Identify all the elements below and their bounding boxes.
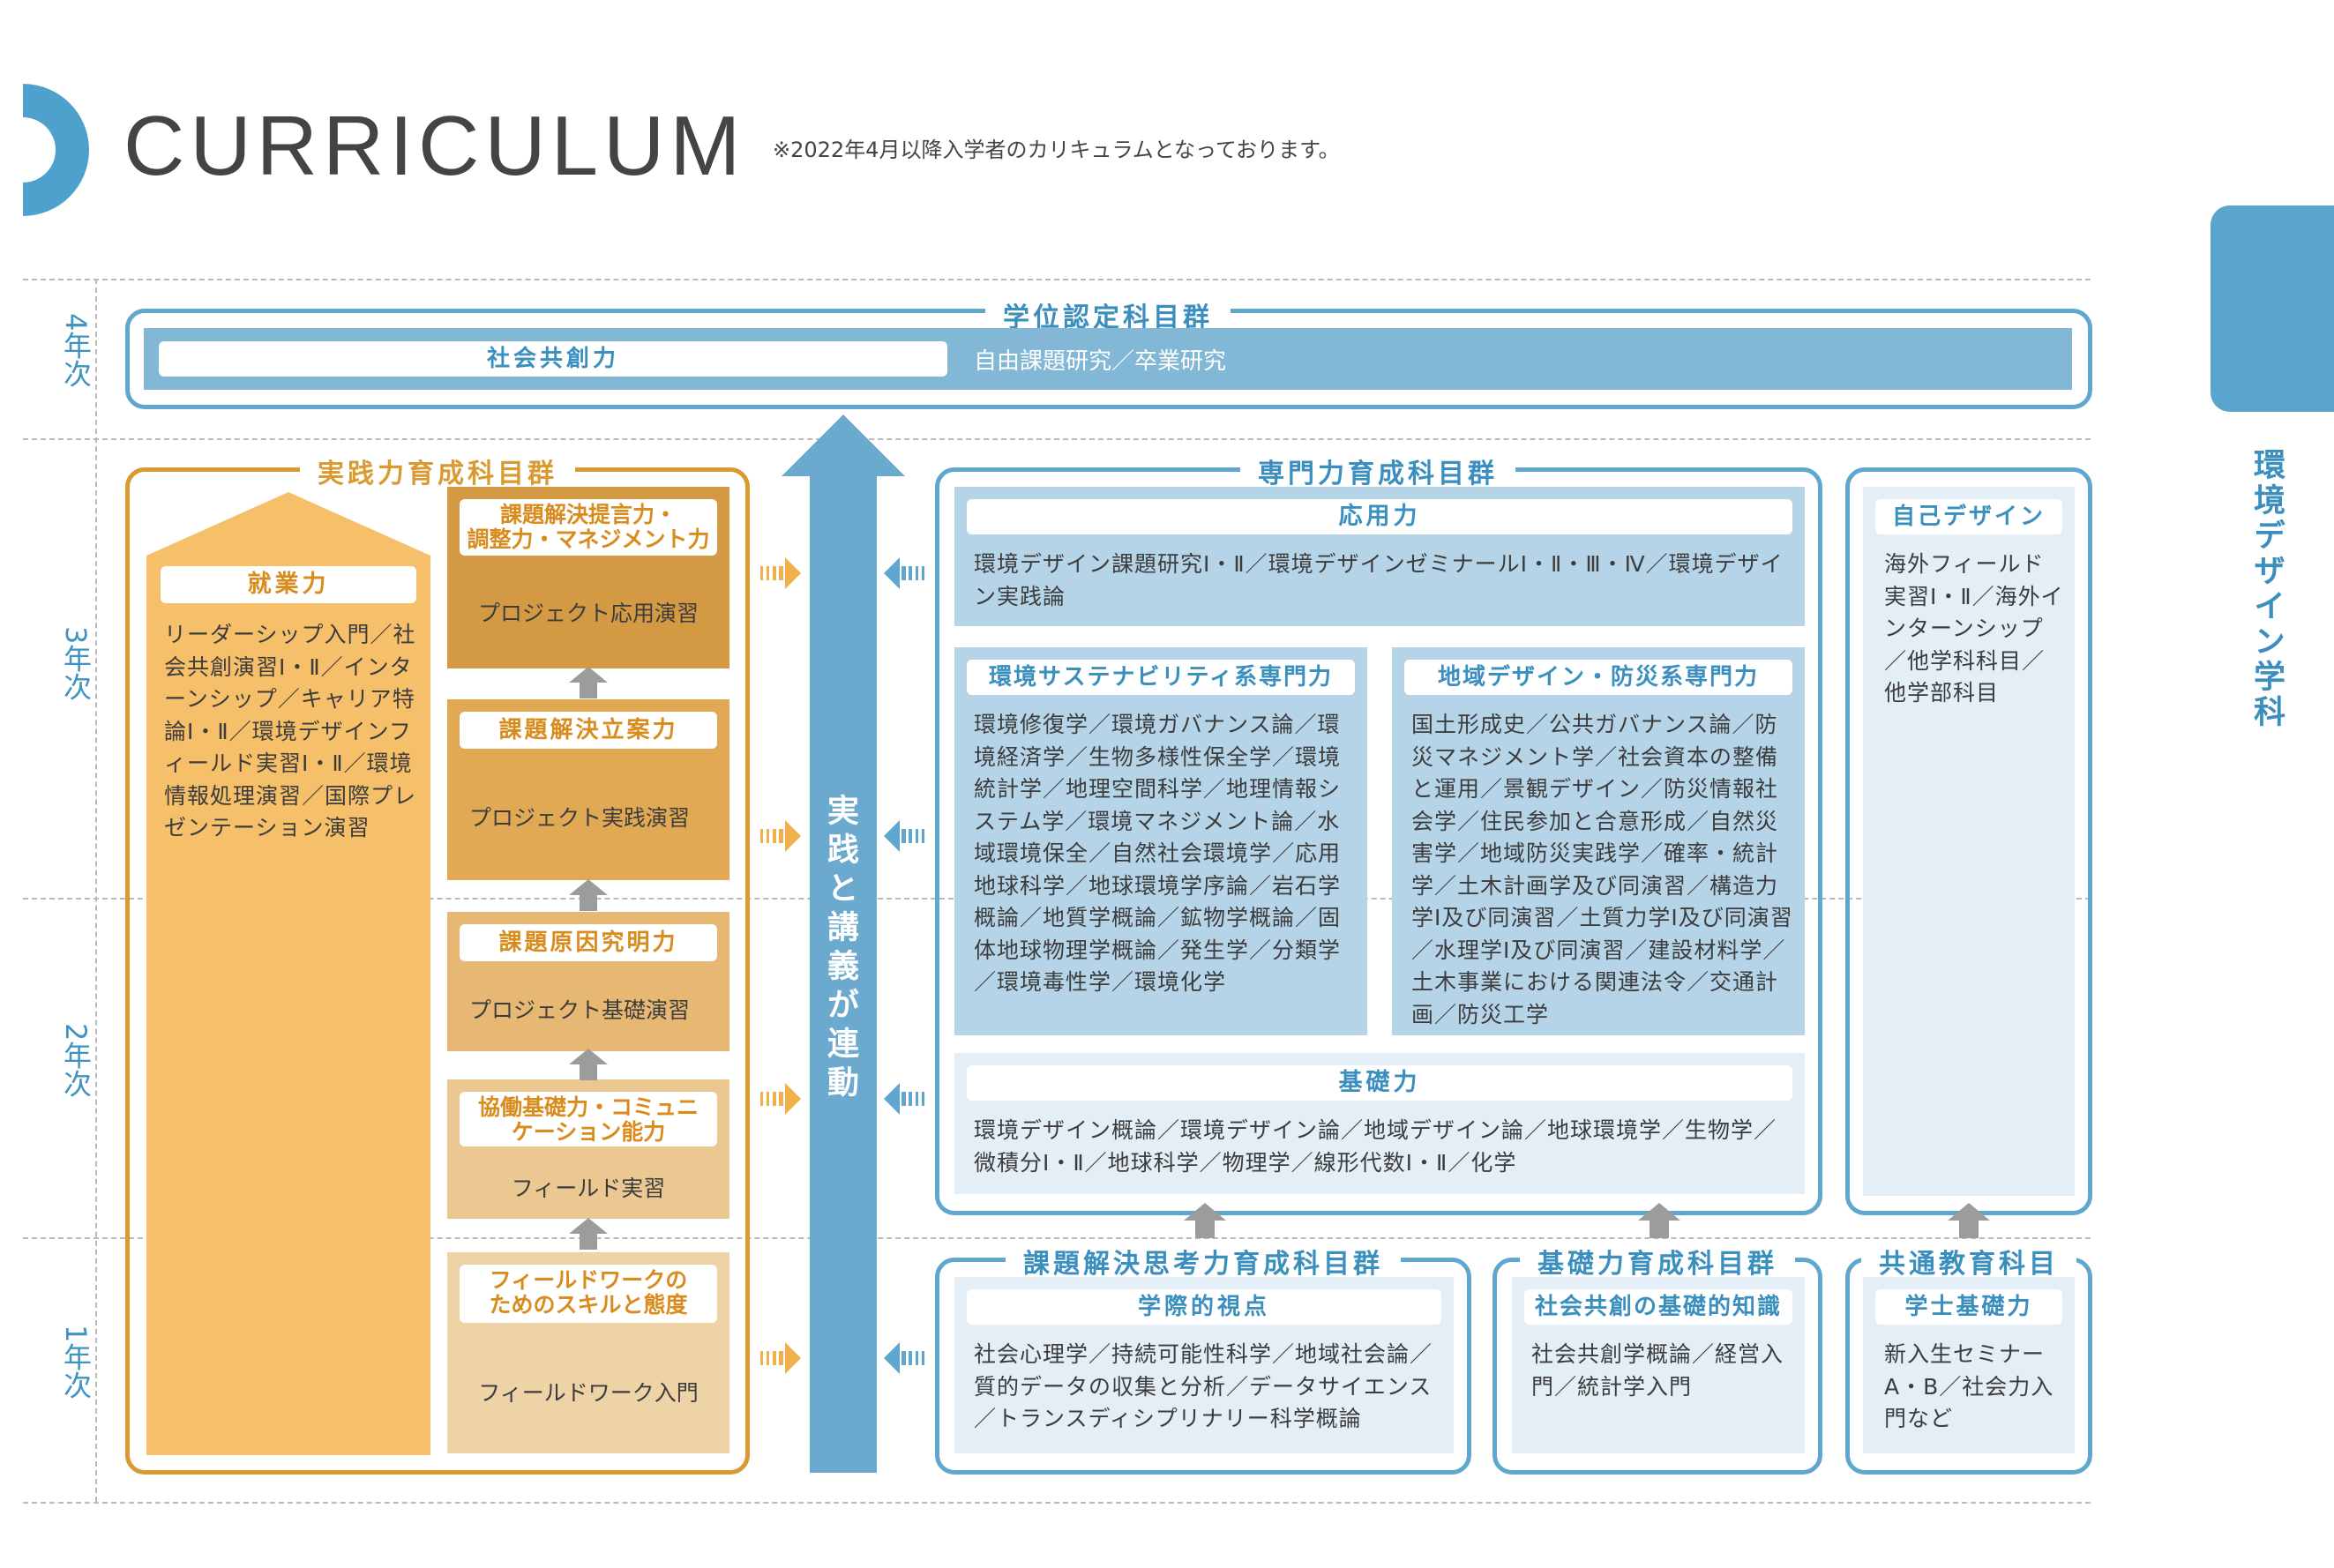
common-group-title: 共通教育科目	[1861, 1242, 2076, 1281]
specialty-group-title: 専門力育成科目群	[1240, 452, 1515, 490]
foundation-label: 社会共創の基礎的知識	[1524, 1289, 1792, 1325]
practice-group-title: 実践力育成科目群	[300, 452, 575, 490]
up-arrow-icon	[1184, 1203, 1226, 1238]
common-text: 新入生セミナーA・B／社会力入門など	[1884, 1341, 2054, 1431]
year-label-2: 2年次	[59, 1023, 93, 1098]
basic-text: 環境デザイン概論／環境デザイン論／地域デザイン論／地球環境学／生物学／微積分Ⅰ・…	[974, 1117, 1777, 1176]
grid-line	[23, 1502, 2091, 1504]
left-arrow-icon	[884, 557, 924, 589]
header-half-circle-icon	[23, 84, 89, 216]
regional-label: 地域デザイン・防災系専門力	[1404, 660, 1792, 695]
degree-text: 自由課題研究／卒業研究	[974, 348, 1227, 375]
degree-pill: 社会共創力	[159, 341, 947, 377]
header-note: ※2022年4月以降入学者のカリキュラムとなっております。	[773, 138, 1340, 162]
year-label-3: 3年次	[59, 626, 93, 701]
basic-label: 基礎力	[967, 1065, 1792, 1101]
step-course-4: フィールド実習	[511, 1176, 666, 1201]
employability-arrow-shape	[146, 492, 430, 1455]
applied-text: 環境デザイン課題研究Ⅰ・Ⅱ／環境デザインゼミナールⅠ・Ⅱ・Ⅲ・Ⅳ／環境デザイン実…	[974, 551, 1784, 609]
year-label-4: 4年次	[59, 313, 93, 388]
problem-solving-group-title: 課題解決思考力育成科目群	[1006, 1242, 1401, 1281]
sustainability-panel	[954, 647, 1367, 1035]
up-arrow-icon	[1638, 1203, 1680, 1238]
step-label-1: 課題解決提言力・ 調整力・マネジメント力	[460, 499, 717, 556]
year-label-1: 1年次	[59, 1325, 93, 1400]
step-label-5: フィールドワークの ためのスキルと態度	[460, 1265, 717, 1323]
right-arrow-icon	[760, 1083, 801, 1115]
center-arrow-label: 実践と講義が連動	[822, 794, 858, 1104]
applied-label: 応用力	[967, 499, 1792, 534]
self-design-label: 自己デザイン	[1875, 499, 2062, 534]
self-design-text: 海外フィールド実習Ⅰ・Ⅱ／海外インターンシップ／他学科科目／他学部科目	[1884, 551, 2064, 706]
side-tab-label: 環境デザイン学科	[2248, 448, 2285, 730]
left-arrow-icon	[884, 820, 924, 852]
left-arrow-icon	[884, 1342, 924, 1374]
foundation-text: 社会共創学概論／経営入門／統計学入門	[1531, 1341, 1784, 1400]
self-design-panel	[1863, 487, 2075, 1196]
right-arrow-icon	[760, 557, 801, 589]
grid-line	[23, 279, 2091, 280]
step-label-3: 課題原因究明力	[460, 924, 717, 961]
degree-group-title: 学位認定科目群	[985, 295, 1231, 334]
step-label-4: 協働基礎力・コミュニ ケーション能力	[460, 1092, 717, 1146]
grid-line	[95, 279, 97, 1502]
up-arrow-icon	[569, 1049, 608, 1080]
step-course-3: プロジェクト基礎演習	[468, 997, 690, 1023]
up-arrow-icon	[569, 1218, 608, 1250]
right-arrow-icon	[760, 820, 801, 852]
step-course-5: フィールドワーク入門	[478, 1380, 699, 1406]
step-label-2: 課題解決立案力	[460, 712, 717, 749]
grid-line	[23, 1237, 2091, 1239]
sustainability-label: 環境サステナビリティ系専門力	[967, 660, 1355, 695]
grid-line	[23, 438, 2091, 440]
up-arrow-icon	[1948, 1203, 1990, 1238]
right-arrow-icon	[760, 1342, 801, 1374]
foundation-group-title: 基礎力育成科目群	[1520, 1242, 1795, 1281]
center-up-arrow-shape	[782, 414, 905, 1473]
up-arrow-icon	[569, 667, 608, 698]
regional-panel	[1392, 647, 1805, 1035]
common-label: 学士基礎力	[1875, 1289, 2062, 1325]
step-course-2: プロジェクト実践演習	[468, 805, 690, 831]
left-arrow-icon	[884, 1083, 924, 1115]
step-course-1: プロジェクト応用演習	[477, 601, 699, 626]
up-arrow-icon	[569, 879, 608, 911]
problem-solving-label: 学際的視点	[967, 1289, 1441, 1325]
regional-text: 国土形成史／公共ガバナンス論／防災マネジメント学／社会資本の整備と運用／景観デザ…	[1411, 712, 1793, 1027]
employability-label: 就業力	[161, 566, 416, 603]
side-tab[interactable]	[2211, 205, 2334, 412]
employability-text: リーダーシップ入門／社会共創演習Ⅰ・Ⅱ／インターンシップ／キャリア特論Ⅰ・Ⅱ／環…	[164, 622, 417, 840]
sustainability-text: 環境修復学／環境ガバナンス論／環境経済学／生物多様性保全学／環境統計学／地理空間…	[974, 712, 1342, 995]
problem-solving-text: 社会心理学／持続可能性科学／地域社会論／質的データの収集と分析／データサイエンス…	[974, 1341, 1433, 1431]
page-title: CURRICULUM	[123, 99, 746, 193]
